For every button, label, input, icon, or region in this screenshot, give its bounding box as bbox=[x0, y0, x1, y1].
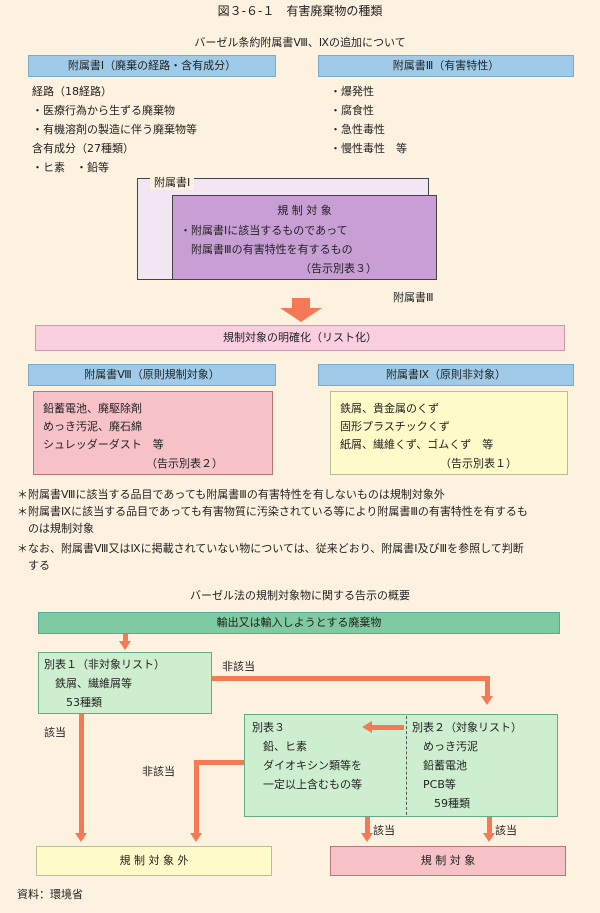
listing-box: 規制対象の明確化（リスト化） bbox=[35, 325, 565, 351]
annex1-header: 附属書Ⅰ（廃棄の経路・含有成分） bbox=[28, 55, 276, 77]
flow-top-box: 輸出又は輸入しようとする廃棄物 bbox=[38, 612, 560, 634]
annex9-item: 紙屑、繊維くず、ゴムくず 等 bbox=[340, 438, 494, 451]
down-arrow-icon bbox=[361, 833, 373, 842]
divider bbox=[406, 716, 407, 815]
annex8-item: （告示別表２） bbox=[146, 457, 223, 470]
annex8-item: 鉛蓄電池、廃駆除剤 bbox=[43, 402, 142, 415]
annex9-item: 固形プラスチックくず bbox=[340, 420, 450, 433]
note: ＊なお、附属書Ⅷ又はⅨに掲載されていない物については、従来どおり、附属書Ⅰ及びⅢ… bbox=[17, 542, 524, 555]
arrow-line bbox=[372, 725, 404, 730]
table1-line: 鉄屑、繊維屑等 bbox=[44, 677, 132, 690]
table1-line: 別表１（非対象リスト） bbox=[44, 658, 165, 671]
annex8-item: めっき汚泥、廃石綿 bbox=[43, 420, 142, 433]
down-arrow-icon bbox=[483, 833, 495, 842]
figure-title: 図３-６-１ 有害廃棄物の種類 bbox=[217, 4, 383, 18]
table3-line: ダイオキシン類等を bbox=[252, 759, 362, 772]
down-arrow-icon bbox=[280, 308, 322, 322]
annex1-item: ・医療行為から生ずる廃棄物 bbox=[32, 104, 175, 117]
annex9-item: 鉄屑、貴金属のくず bbox=[340, 402, 439, 415]
annex1-item: ・ヒ素 ・鉛等 bbox=[32, 161, 109, 174]
annex8-item: シュレッダーダスト 等 bbox=[43, 438, 164, 451]
annex9-box bbox=[330, 391, 568, 475]
table3-line: 別表３ bbox=[252, 721, 285, 734]
not-applicable-label: 非該当 bbox=[142, 765, 175, 778]
arrow-line bbox=[194, 760, 244, 765]
regulated-line: 附属書Ⅲの有害特性を有するもの bbox=[180, 243, 353, 256]
table1-box bbox=[38, 652, 212, 714]
regulated-region bbox=[172, 195, 437, 280]
annex3-item: ・急性毒性 bbox=[330, 123, 385, 136]
regulated-title: 規 制 対 象 bbox=[277, 204, 332, 217]
venn-annex3-label: 附属書Ⅲ bbox=[393, 291, 434, 304]
table3-line: 鉛、ヒ素 bbox=[252, 740, 307, 753]
regulated-line: （告示別表３） bbox=[300, 262, 377, 275]
table2-line: 別表２（対象リスト） bbox=[412, 721, 522, 734]
outside-scope-box: 規 制 対 象 外 bbox=[36, 846, 272, 876]
left-arrow-icon bbox=[362, 721, 372, 733]
annex8-box bbox=[33, 391, 273, 475]
arrow-line bbox=[79, 714, 84, 833]
venn-annex1-label: 附属書Ⅰ bbox=[150, 175, 195, 190]
arrow-stem bbox=[123, 634, 128, 641]
arrow-line bbox=[485, 676, 490, 696]
arrow-line bbox=[365, 817, 370, 833]
basel-heading: バーゼル条約附属書Ⅷ、Ⅸの追加について bbox=[194, 36, 406, 49]
flow-heading: バーゼル法の規制対象物に関する告示の概要 bbox=[190, 589, 410, 602]
applicable-label: 該当 bbox=[44, 726, 66, 739]
regulated-box: 規 制 対 象 bbox=[330, 846, 566, 876]
note: する bbox=[17, 559, 50, 572]
arrow-line bbox=[212, 676, 490, 681]
annex1-item: ・有機溶剤の製造に伴う廃棄物等 bbox=[32, 123, 197, 136]
table1-line: 53種類 bbox=[44, 696, 102, 709]
annex9-item: （告示別表１） bbox=[440, 457, 517, 470]
down-arrow-icon bbox=[190, 833, 202, 842]
down-arrow-icon bbox=[119, 641, 131, 650]
down-arrow-stem bbox=[292, 298, 310, 308]
table2-line: めっき汚泥 bbox=[412, 740, 478, 753]
arrow-line bbox=[194, 760, 199, 833]
applicable-label: 該当 bbox=[373, 824, 395, 837]
annex3-item: ・慢性毒性 等 bbox=[330, 142, 407, 155]
table2-line: 59種類 bbox=[412, 797, 470, 810]
annex1-item: 経路（18経路） bbox=[32, 85, 112, 98]
table2-line: PCB等 bbox=[412, 778, 456, 791]
annex9-header: 附属書Ⅸ（原則非対象） bbox=[318, 364, 574, 386]
note: ＊附属書Ⅸに該当する品目であっても有害物質に汚染されている等により附属書Ⅲの有害… bbox=[17, 505, 528, 518]
regulated-line: ・附属書Ⅰに該当するものであって bbox=[180, 224, 348, 237]
table3-line: 一定以上含むもの等 bbox=[252, 778, 362, 791]
note: ＊附属書Ⅷに該当する品目であっても附属書Ⅲの有害特性を有しないものは規制対象外 bbox=[17, 488, 445, 501]
down-arrow-icon bbox=[481, 696, 493, 705]
not-applicable-label: 非該当 bbox=[222, 660, 255, 673]
arrow-line bbox=[487, 817, 492, 833]
annex3-item: ・爆発性 bbox=[330, 85, 374, 98]
annex3-item: ・腐食性 bbox=[330, 104, 374, 117]
table2-line: 鉛蓄電池 bbox=[412, 759, 467, 772]
annex8-header: 附属書Ⅷ（原則規制対象） bbox=[28, 364, 276, 386]
down-arrow-icon bbox=[75, 833, 87, 842]
applicable-label: 該当 bbox=[495, 824, 517, 837]
source-note: 資料：環境省 bbox=[17, 888, 83, 901]
table32-box bbox=[244, 714, 558, 817]
annex1-item: 含有成分（27種類） bbox=[32, 142, 134, 155]
annex3-header: 附属書Ⅲ（有害特性） bbox=[318, 55, 574, 77]
note: のは規制対象 bbox=[17, 522, 94, 535]
